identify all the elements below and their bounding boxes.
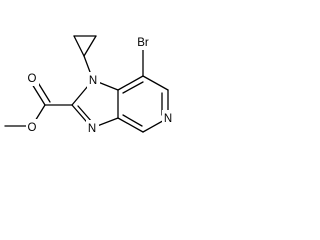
bond-c2-n3-inner bbox=[77, 105, 93, 123]
bond-carbonyl-double-2 bbox=[36, 80, 51, 103]
bond-c7a-c7-inner bbox=[122, 81, 144, 94]
atom-labels: Br N N N O O bbox=[26, 34, 175, 136]
carbonyl-o-label-bg bbox=[26, 70, 39, 86]
ester-o-label-bg bbox=[26, 119, 39, 135]
bond-c4-c3a bbox=[117, 117, 144, 133]
pyridine-n-label: N bbox=[164, 113, 172, 125]
n1-label-bg bbox=[87, 72, 100, 88]
bond-carbonyl-double-1 bbox=[31, 83, 46, 106]
bond-cyclopropyl-3 bbox=[83, 35, 97, 57]
bond-c7a-c7 bbox=[117, 75, 144, 91]
n1-label: N bbox=[89, 75, 97, 87]
bromine-label: Br bbox=[137, 37, 149, 49]
n3-label-bg bbox=[86, 120, 99, 136]
carbonyl-o-label: O bbox=[28, 73, 37, 85]
bond-cyclopropyl-1 bbox=[73, 35, 85, 57]
bond-c7-c6 bbox=[142, 75, 169, 91]
n3-label: N bbox=[88, 123, 96, 135]
bromine-label-bg bbox=[134, 34, 153, 50]
molecule-structure: Br N N N O O bbox=[4, 34, 175, 136]
bond-c4-c3a-inner bbox=[122, 114, 143, 127]
pyridine-n-label-bg bbox=[162, 110, 175, 126]
ester-o-label: O bbox=[28, 122, 37, 134]
